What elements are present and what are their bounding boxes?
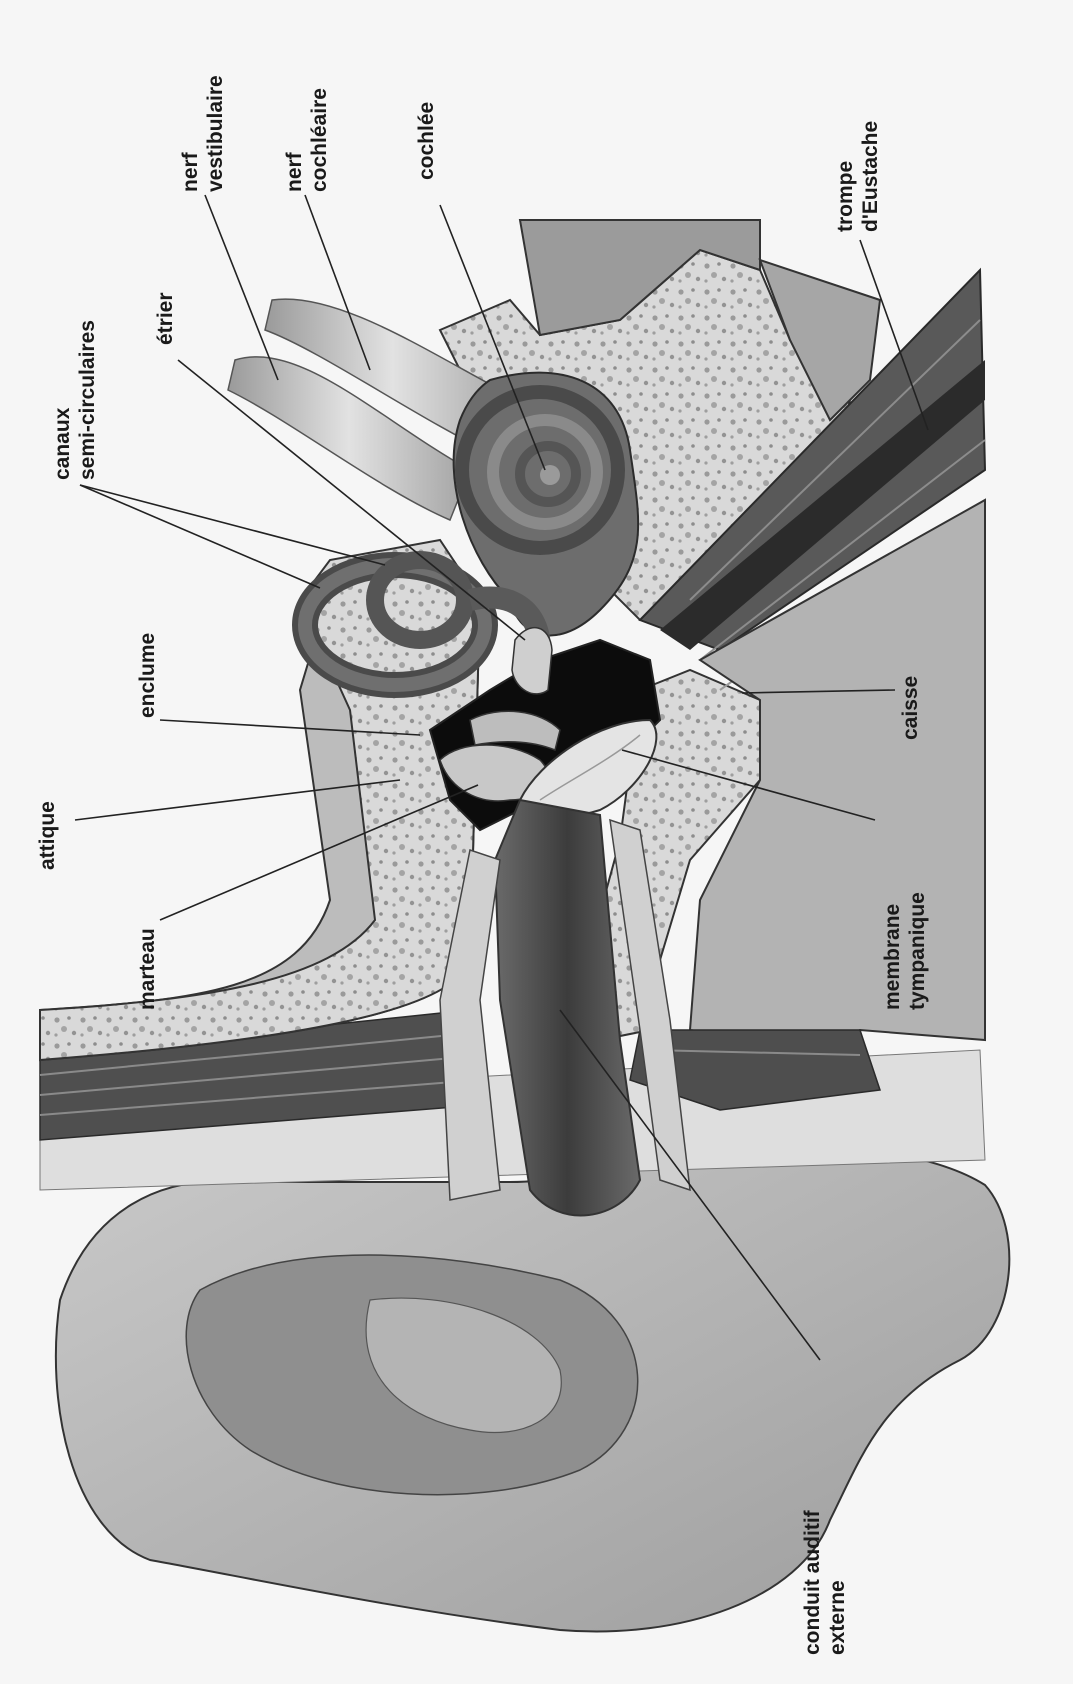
label-conduit: conduit auditif externe	[800, 1510, 850, 1655]
label-caisse: caisse	[898, 676, 923, 740]
label-attique: attique	[35, 801, 60, 870]
callout-canaux-2	[80, 485, 385, 565]
label-line: nerf	[282, 88, 307, 192]
label-nerf-cochleaire: nerf cochléaire	[282, 88, 332, 192]
label-line: nerf	[178, 75, 203, 192]
label-line: vestibulaire	[203, 75, 228, 192]
label-line: tympanique	[905, 892, 930, 1010]
label-line: marteau	[135, 928, 160, 1010]
label-line: attique	[35, 801, 60, 870]
label-enclume: enclume	[135, 633, 160, 718]
label-line: cochlée	[414, 102, 439, 180]
label-line: d'Eustache	[858, 121, 883, 232]
label-line: externe	[825, 1510, 850, 1655]
temporal-bone-upper	[40, 540, 480, 1060]
label-line: membrane	[880, 892, 905, 1010]
label-line: semi-circulaires	[75, 320, 100, 480]
label-line: caisse	[898, 676, 923, 740]
label-line: canaux	[50, 320, 75, 480]
label-canaux: canaux semi-circulaires	[50, 320, 100, 480]
label-line: trompe	[833, 121, 858, 232]
label-trompe: trompe d'Eustache	[833, 121, 883, 232]
label-line: cochléaire	[307, 88, 332, 192]
label-nerf-vestibulaire: nerf vestibulaire	[178, 75, 228, 192]
callout-canaux-1	[80, 485, 320, 588]
label-cochlee: cochlée	[414, 102, 439, 180]
label-membrane: membrane tympanique	[880, 892, 930, 1010]
callout-nerf-vestibulaire	[205, 195, 278, 380]
label-line: étrier	[153, 292, 178, 345]
label-line: enclume	[135, 633, 160, 718]
label-etrier: étrier	[153, 292, 178, 345]
label-line: conduit auditif	[800, 1510, 825, 1655]
stapes-shape	[512, 628, 552, 694]
label-marteau: marteau	[135, 928, 160, 1010]
